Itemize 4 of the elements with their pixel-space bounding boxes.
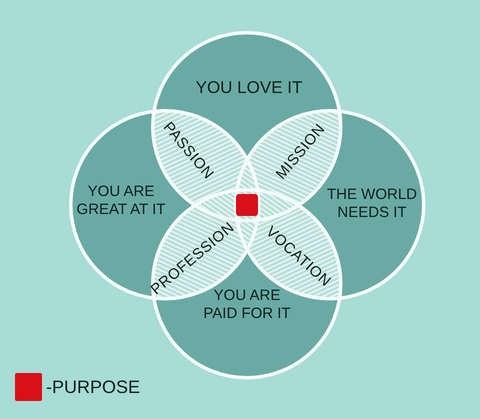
- circle-label: YOU ARE GREAT AT IT: [76, 183, 166, 219]
- circle-label: YOU LOVE IT: [196, 78, 302, 98]
- legend-label: -PURPOSE: [46, 376, 140, 398]
- circle-label: THE WORLD NEEDS IT: [326, 186, 418, 222]
